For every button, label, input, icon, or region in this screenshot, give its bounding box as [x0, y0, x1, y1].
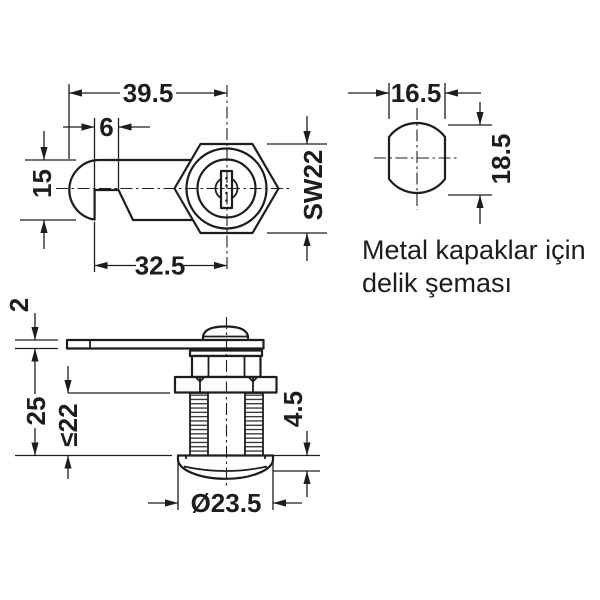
dim-hook-notch-width: 6	[63, 112, 150, 189]
hole-caption-line1: Metal kapaklar için	[362, 235, 586, 265]
dim-face-diameter: Ø23.5	[148, 461, 302, 518]
hole-caption-line2: delik şeması	[362, 268, 512, 298]
dim-hole-width: 16.5	[348, 78, 481, 119]
mounting-nut	[173, 375, 278, 394]
front-face-cap	[176, 454, 275, 480]
dim-body-length-label: 25	[21, 397, 51, 426]
dim-body-length: 25	[21, 348, 51, 456]
dim-cam-height: 15	[20, 131, 76, 249]
hole-schema-view: 16.5 18.5 Metal kapaklar için delik şema…	[348, 78, 586, 298]
dim-wrench-size: SW22	[267, 116, 328, 261]
front-view: 39.5 6 15 32.5	[20, 78, 328, 281]
dim-wrench-size-label: SW22	[298, 150, 328, 221]
cam-plate-side	[65, 338, 265, 350]
dim-hole-height-label: 18.5	[486, 134, 516, 185]
axle-cap	[201, 325, 250, 343]
side-view: 2 25 ≤22 4.5	[4, 298, 320, 518]
hook-cam-outline	[68, 158, 198, 222]
dim-max-panel-thickness-label: ≤22	[53, 403, 83, 446]
dim-total-width-label: 39.5	[123, 78, 174, 108]
thread-left	[189, 392, 209, 457]
dim-max-panel-thickness: ≤22	[15, 366, 172, 479]
nut-chamfer-marks	[195, 376, 258, 383]
dim-total-width: 39.5	[68, 78, 227, 159]
dim-hook-notch-width-label: 6	[99, 112, 113, 142]
dim-hole-height: 18.5	[448, 102, 516, 224]
dim-front-ring-height: 4.5	[273, 391, 320, 497]
dim-front-ring-height-label: 4.5	[278, 391, 308, 427]
dim-cam-thickness: 2	[4, 298, 58, 362]
dim-hook-to-axis: 32.5	[93, 222, 227, 281]
dim-cam-height-label: 15	[27, 169, 57, 198]
dim-hole-width-label: 16.5	[391, 78, 442, 108]
dim-hook-to-axis-label: 32.5	[135, 251, 186, 281]
thread-right	[244, 392, 264, 457]
front-face-inner-arc	[183, 465, 268, 472]
dim-cam-thickness-label: 2	[4, 298, 34, 312]
dim-face-diameter-label: Ø23.5	[191, 488, 262, 518]
